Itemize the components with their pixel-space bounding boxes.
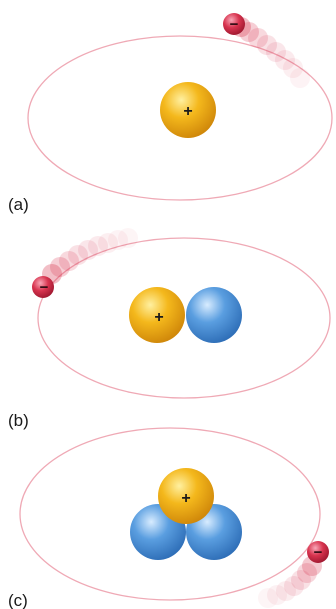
panel-label-b: (b) (8, 411, 29, 430)
electron-orbit (37, 237, 331, 399)
proton-charge-sign: + (154, 309, 163, 326)
panel-b: − + (b) (8, 228, 331, 430)
proton-charge-sign: + (183, 103, 192, 120)
electron (32, 276, 54, 298)
electron-charge-sign: − (314, 544, 323, 561)
electron-orbit (27, 35, 333, 201)
panel-label-c: (c) (8, 591, 28, 609)
electron (223, 13, 245, 35)
panel-label-a: (a) (8, 195, 29, 214)
panel-a: − + (a) (8, 13, 333, 214)
proton-charge-sign: + (181, 490, 190, 507)
proton (129, 287, 185, 343)
proton (160, 82, 216, 138)
neutron (186, 287, 242, 343)
panel-c: − + (c) (8, 427, 329, 609)
electron-orbit (19, 427, 321, 601)
proton (158, 468, 214, 524)
electron-charge-sign: − (40, 279, 49, 296)
electron-trail (42, 228, 138, 284)
electron-charge-sign: − (230, 16, 239, 33)
electron-trail (258, 556, 322, 608)
electron (307, 541, 329, 563)
